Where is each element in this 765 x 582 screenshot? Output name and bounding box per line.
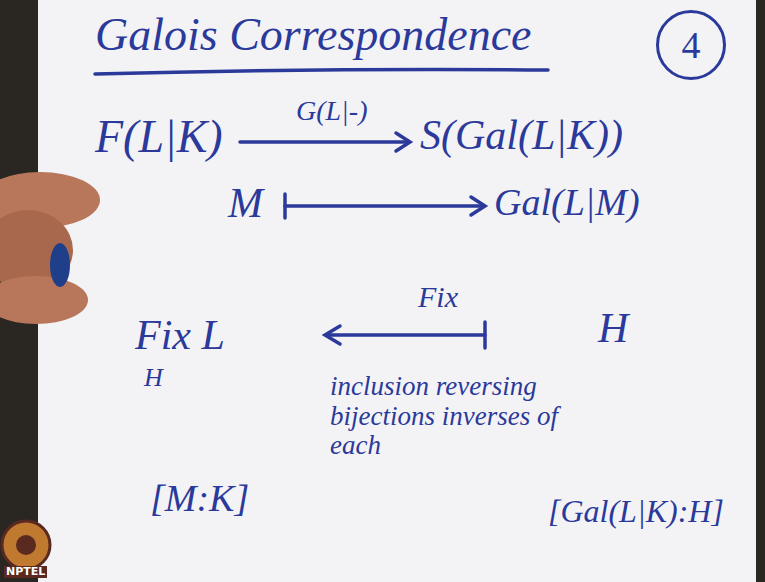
circled-number: 4 [656, 10, 726, 80]
math-expression: [M:K] [150, 478, 249, 520]
arrow-label: G(L|-) [296, 96, 367, 127]
math-expression: S(Gal(L|K)) [420, 112, 623, 158]
arrow [240, 140, 408, 144]
circle-text: 4 [682, 26, 701, 64]
watermark: NPTEL [4, 566, 47, 578]
note: inclusion reversing bijections inverses … [330, 372, 610, 461]
paper [38, 0, 756, 582]
math-expression: Fix L [135, 312, 225, 358]
arrow-head [396, 133, 410, 151]
logo [2, 521, 50, 569]
math-expression: [Gal(L|K):H] [548, 494, 724, 529]
arrow [285, 204, 483, 208]
marker [50, 243, 70, 287]
subscript: H [144, 364, 163, 393]
arrow-head [471, 197, 485, 215]
arrow [327, 333, 485, 337]
math-expression: H [598, 305, 628, 351]
logo [16, 535, 36, 555]
math-expression: M [228, 180, 263, 226]
ink-lines [95, 70, 548, 349]
math-expression: Gal(L|M) [494, 182, 640, 224]
math-expression: F(L|K) [95, 112, 223, 163]
underline [95, 70, 548, 75]
arrow-label: Fix [418, 280, 458, 313]
title: Galois Correspondence [95, 10, 532, 61]
hand [0, 276, 88, 324]
arrow-head [325, 326, 340, 344]
